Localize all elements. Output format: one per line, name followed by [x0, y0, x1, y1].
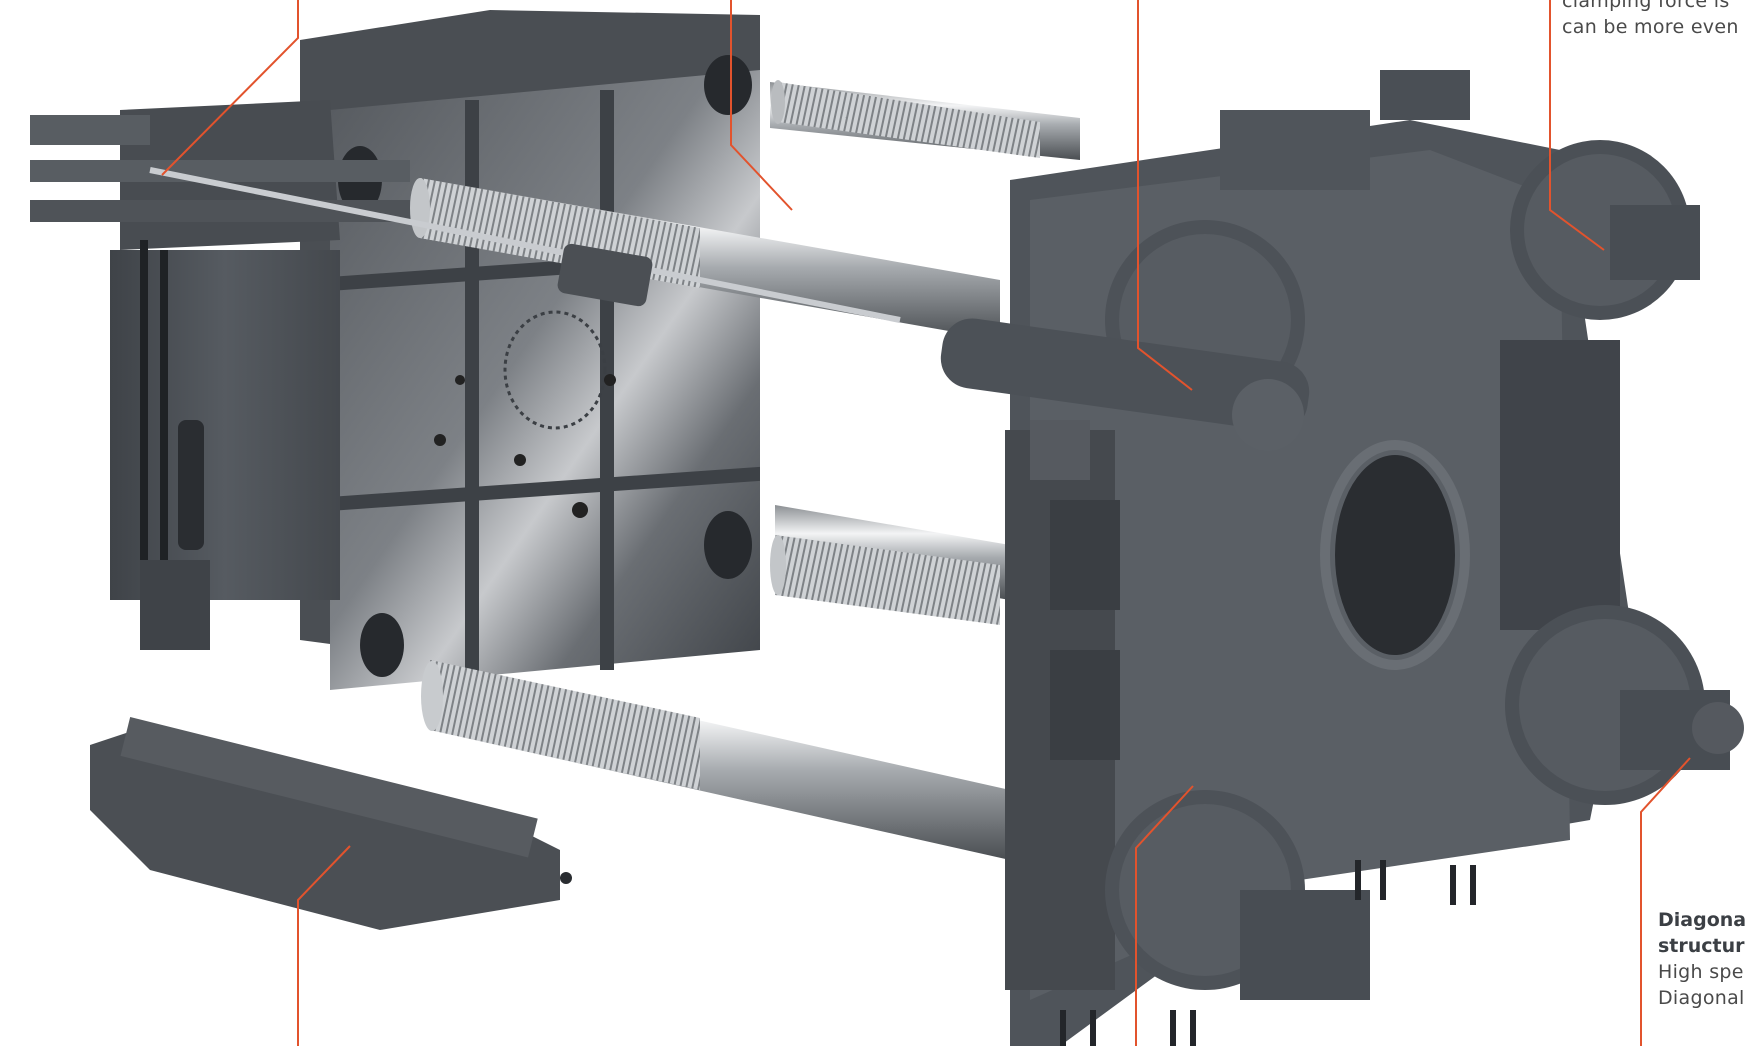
- clamping-cylinders: [940, 140, 1744, 1046]
- caption-top-right: clamping force is can be more even: [1562, 0, 1739, 40]
- caption-bottom-right: Diagona structur High spe Diagonal: [1658, 907, 1746, 1011]
- caption-top-right-line-2: can be more even: [1562, 16, 1739, 38]
- caption-bottom-right-text-2: Diagonal: [1658, 987, 1745, 1009]
- caption-bottom-right-title-2: structur: [1658, 935, 1745, 957]
- caption-bottom-right-text-1: High spe: [1658, 961, 1744, 983]
- rear-support-frame: [30, 100, 572, 930]
- tie-bars: [149, 80, 1080, 860]
- caption-top-right-line-1: clamping force is: [1562, 0, 1730, 12]
- caption-bottom-right-title-1: Diagona: [1658, 909, 1747, 931]
- leader-lines: [161, 0, 1691, 1046]
- rear-platen: [300, 10, 760, 690]
